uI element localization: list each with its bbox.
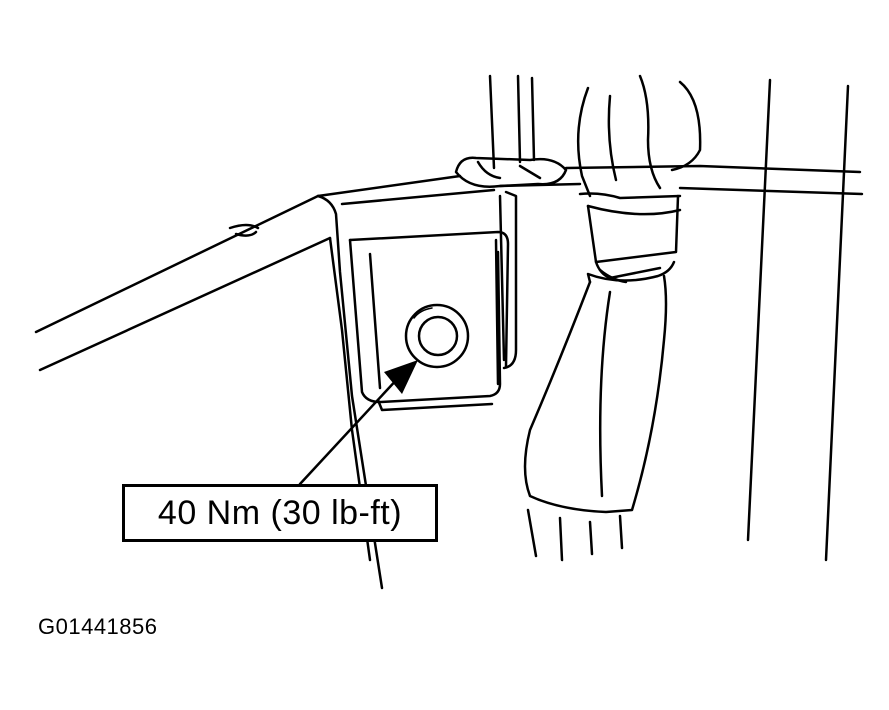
cross-member — [498, 164, 864, 196]
torque-callout-box: 40 Nm (30 lb-ft) — [122, 484, 438, 542]
leader-arrowhead — [384, 360, 418, 394]
right-upright — [746, 78, 850, 562]
frame-rail — [34, 174, 496, 590]
mounting-bracket — [348, 190, 518, 412]
figure-id-label: G01441856 — [38, 614, 158, 639]
hose-assembly — [523, 74, 702, 562]
bracket-bolt — [404, 303, 470, 369]
rail-clip — [454, 156, 568, 188]
callout-leader — [298, 374, 402, 486]
torque-spec-label: 40 Nm (30 lb-ft) — [157, 493, 403, 532]
vertical-rod — [488, 74, 536, 170]
